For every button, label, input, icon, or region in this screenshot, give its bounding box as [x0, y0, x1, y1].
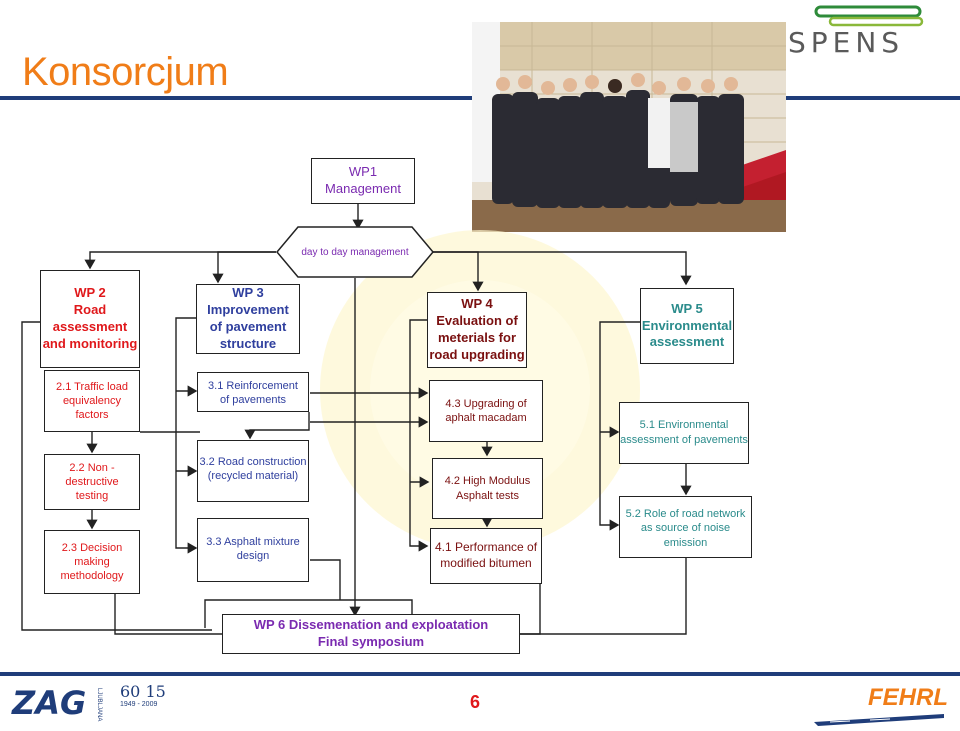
wp4-box: WP 4 Evaluation of meterials for road up… — [427, 292, 527, 368]
spens-logo: SPENS — [786, 4, 950, 59]
wp2-label: WP 2 Road assessment and monitoring — [42, 285, 138, 351]
wp6-label: WP 6 Dissemenation and exploatation Fina… — [253, 617, 489, 649]
task-2-3-label: 2.3 Decision making methodology — [60, 541, 124, 583]
task-2-2-label: 2.2 Non - destructive testing — [65, 461, 119, 503]
task-4-1-box: 4.1 Performance of modified bitumen — [430, 528, 542, 584]
task-5-1-box: 5.1 Environmental assessment of pavement… — [619, 402, 749, 464]
wp5-label: WP 5 Environmental assessment — [641, 300, 733, 350]
wp3-label: WP 3 Improvement of pavement structure — [207, 285, 289, 351]
wp6-box: WP 6 Dissemenation and exploatation Fina… — [222, 614, 520, 654]
anniversary-years: 1949 - 2009 — [120, 701, 158, 708]
task-5-2-label: 5.2 Role of road network as source of no… — [625, 508, 746, 549]
task-3-1-box: 3.1 Reinforcement of pavements — [197, 372, 309, 412]
task-4-3-box: 4.3 Upgrading of aphalt macadam — [429, 380, 543, 442]
fehrl-logo: FEHRL — [810, 684, 954, 726]
footer-divider — [0, 672, 960, 676]
task-3-1-label: 3.1 Reinforcement of pavements — [208, 380, 298, 407]
day-to-day-label: day to day management — [301, 246, 409, 258]
task-2-1-box: 2.1 Traffic load equivalency factors — [44, 370, 140, 432]
task-2-1-label: 2.1 Traffic load equivalency factors — [56, 380, 128, 422]
page-number: 6 — [470, 692, 481, 712]
spens-logo-text: SPENS — [788, 26, 905, 59]
wp4-label: WP 4 Evaluation of meterials for road up… — [429, 296, 525, 362]
page-title: Konsorcjum — [22, 50, 229, 94]
task-3-3-label: 3.3 Asphalt mixture design — [206, 536, 300, 563]
task-5-2-box: 5.2 Role of road network as source of no… — [619, 496, 752, 558]
task-4-1-label: 4.1 Performance of modified bitumen — [434, 540, 538, 570]
task-3-3-box: 3.3 Asphalt mixture design — [197, 518, 309, 582]
anniversary-number: 60 15 — [120, 682, 166, 701]
wp1-management-box: WP1 Management — [311, 158, 415, 204]
task-4-2-box: 4.2 High Modulus Asphalt tests — [432, 458, 543, 519]
zag-logo-subtext: LJUBLJANA — [96, 688, 102, 722]
task-2-2-box: 2.2 Non - destructive testing — [44, 454, 140, 510]
task-3-2-label: 3.2 Road construction (recycled material… — [199, 456, 307, 483]
task-4-2-label: 4.2 High Modulus Asphalt tests — [444, 475, 531, 502]
task-4-3-label: 4.3 Upgrading of aphalt macadam — [445, 397, 527, 424]
anniversary-logo: 60 15 1949 - 2009 — [120, 682, 170, 722]
wp2-box: WP 2 Road assessment and monitoring — [40, 270, 140, 368]
task-5-1-label: 5.1 Environmental assessment of pavement… — [620, 419, 748, 446]
fehrl-logo-text: FEHRL — [868, 684, 948, 711]
task-2-3-box: 2.3 Decision making methodology — [44, 530, 140, 594]
wp3-box: WP 3 Improvement of pavement structure — [196, 284, 300, 354]
wp5-box: WP 5 Environmental assessment — [640, 288, 734, 364]
group-photo — [472, 22, 786, 232]
day-to-day-management-hexagon: day to day management — [276, 226, 434, 278]
zag-logo: ZAG LJUBLJANA — [12, 684, 116, 722]
wp1-label: WP1 Management — [325, 164, 401, 196]
zag-logo-text: ZAG — [12, 684, 87, 722]
task-3-2-box: 3.2 Road construction (recycled material… — [197, 440, 309, 502]
